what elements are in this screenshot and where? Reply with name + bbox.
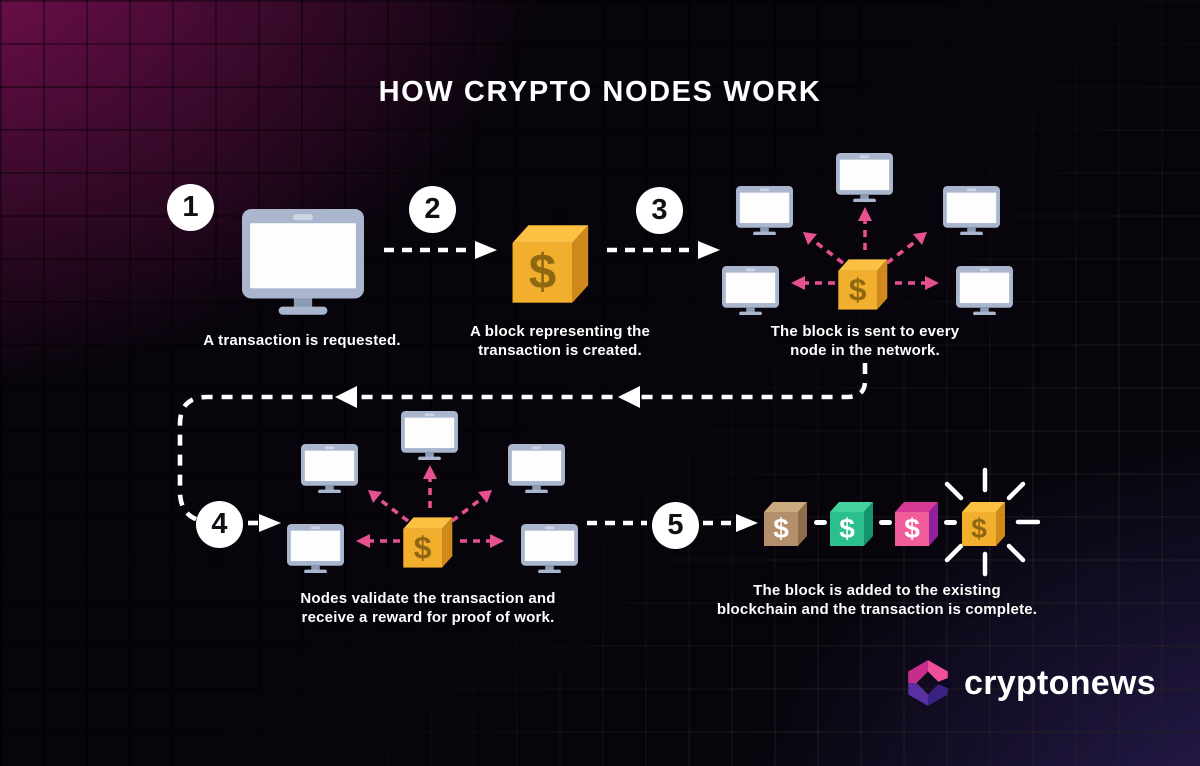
caption-line: blockchain and the transaction is comple…: [716, 601, 1038, 619]
svg-text:$: $: [839, 513, 855, 544]
step-5-caption: The block is added to the existing block…: [672, 581, 1082, 619]
arrow-right-icon: [246, 513, 282, 533]
caption-line: A transaction is requested.: [203, 332, 401, 349]
page-title: HOW CRYPTO NODES WORK: [378, 76, 822, 108]
sparkle-burst-icon: [930, 467, 1041, 577]
node-monitor-icon: [956, 266, 1013, 316]
node-monitor-icon: [287, 524, 344, 574]
caption-line: A block representing the: [469, 323, 651, 340]
cryptonews-logo-icon: [903, 658, 953, 708]
chain-link-dash: [879, 520, 892, 525]
svg-text:$: $: [773, 513, 789, 544]
dashed-line-icon: [585, 513, 649, 533]
chain-link-dash: [944, 520, 957, 525]
caption-line: transaction is created.: [478, 342, 642, 360]
node-monitor-icon: [521, 524, 578, 574]
step-4-badge: 4: [196, 501, 243, 548]
chain-block-icon: $: [960, 499, 1010, 547]
step-4-caption: Nodes validate the transaction and recei…: [258, 589, 598, 627]
node-monitor-icon: [943, 186, 1000, 236]
svg-text:$: $: [849, 271, 867, 307]
chain-block-icon: $: [893, 499, 943, 547]
arrow-right-icon: [382, 240, 498, 260]
node-monitor-icon: [736, 186, 793, 236]
block-cube-icon: $: [836, 256, 893, 311]
step-1-badge: 1: [167, 184, 214, 231]
step-1-caption: A transaction is requested.: [152, 331, 452, 350]
broadcast-arrows-icon: [280, 408, 580, 593]
chain-block-icon: $: [762, 499, 812, 547]
svg-text:$: $: [529, 245, 556, 300]
step-3-badge: 3: [636, 187, 683, 234]
step-5-badge: 5: [652, 502, 699, 549]
caption-line: Nodes validate the transaction and: [300, 590, 556, 607]
caption-line: receive a reward for proof of work.: [301, 609, 555, 627]
svg-text:$: $: [904, 513, 920, 544]
monitor-icon: [242, 209, 364, 315]
chain-block-icon: $: [828, 499, 878, 547]
arrow-right-icon: [701, 513, 759, 533]
block-cube-icon: $: [401, 514, 458, 569]
step-3-caption: The block is sent to every node in the n…: [725, 322, 1005, 360]
caption-line: node in the network.: [790, 342, 940, 360]
node-monitor-icon: [836, 153, 893, 203]
chain-link-dash: [814, 520, 827, 525]
svg-text:$: $: [414, 529, 432, 565]
step-2-caption: A block representing the transaction is …: [420, 322, 700, 360]
node-network-cluster: $: [280, 408, 580, 593]
arrow-right-icon: [605, 240, 721, 260]
node-monitor-icon: [401, 411, 458, 461]
caption-line: The block is sent to every: [770, 323, 960, 340]
brand-name: cryptonews: [964, 664, 1156, 702]
step-2-badge: 2: [409, 186, 456, 233]
node-monitor-icon: [301, 444, 358, 494]
caption-line: The block is added to the existing: [753, 582, 1001, 599]
block-cube-icon: $: [509, 220, 597, 304]
broadcast-arrows-icon: [715, 150, 1015, 335]
node-network-cluster: $: [715, 150, 1015, 335]
brand-logo: cryptonews: [903, 658, 1156, 708]
svg-text:$: $: [971, 513, 987, 544]
node-monitor-icon: [722, 266, 779, 316]
node-monitor-icon: [508, 444, 565, 494]
